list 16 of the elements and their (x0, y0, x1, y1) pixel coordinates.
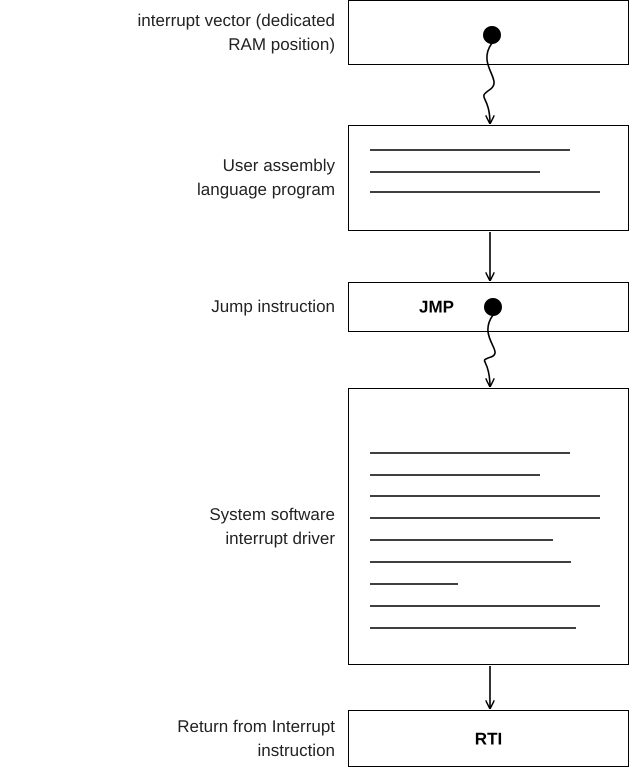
arrow (484, 666, 496, 710)
arrow (483, 42, 495, 125)
box-label: System software interrupt driver (208, 504, 335, 550)
instruction-text: RTI (474, 728, 502, 750)
instruction-box (348, 710, 629, 767)
instruction-box (348, 282, 629, 332)
box-label: Return from Interrupt instruction (176, 716, 335, 762)
instruction-text: JMP (419, 296, 454, 318)
box-label: interrupt vector (dedicated RAM position) (136, 10, 335, 56)
memory-box (348, 388, 629, 665)
memory-box (348, 0, 629, 65)
box-label: Jump instruction (211, 296, 335, 318)
arrow (484, 232, 496, 282)
arrow (484, 314, 496, 388)
box-label: User assembly language program (196, 155, 335, 201)
memory-box (348, 125, 629, 231)
